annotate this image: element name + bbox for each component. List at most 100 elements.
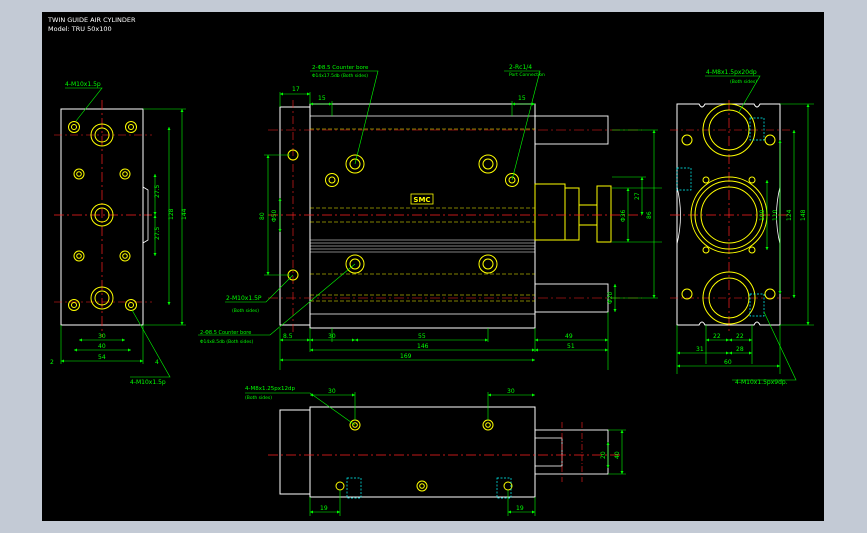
callout-sub: Φ14x8.5db (Both sides) [200, 339, 253, 345]
front-hole [478, 154, 498, 174]
hole [764, 134, 776, 146]
leader [504, 70, 541, 181]
hole-left-tr [125, 121, 137, 133]
front-hole-inner [328, 176, 336, 184]
hole-left-bl2 [68, 299, 80, 311]
hole-inner [71, 302, 77, 308]
hole-left-bl [73, 250, 85, 262]
front-port [505, 173, 519, 187]
dim-text: 2 [50, 359, 54, 366]
dim-text: 30 [98, 333, 106, 340]
front-hole-inner [349, 158, 361, 170]
callout-m10: 2-M10x1.5P [226, 295, 262, 302]
bore-left-bottom [90, 286, 114, 310]
hole [748, 176, 756, 184]
bore-inner [94, 127, 110, 143]
dim-text: 27.5 [154, 184, 161, 198]
dim-text: 19 [320, 505, 328, 512]
bore-ring [708, 109, 750, 151]
callout-left-top: 4-M10x1.5p [65, 81, 101, 88]
front-view: SMC [198, 64, 662, 370]
leader [310, 70, 379, 165]
hole [482, 419, 494, 431]
dim-text: 15 [518, 95, 526, 102]
bore-ring [694, 180, 764, 250]
callout-right-top: 4-M8x1.5px20dp [706, 69, 757, 76]
callout-port: 2-Rc1/4 [509, 64, 532, 71]
dim-text: 17 [292, 86, 300, 93]
bottom-end-cap [279, 409, 311, 495]
dim-text: 148 [800, 209, 807, 221]
dim-text: Φ36 [620, 209, 627, 222]
bore-inner [94, 207, 110, 223]
dim-text: 28 [736, 346, 744, 353]
dim-text: 30 [328, 333, 336, 340]
hole-left-mr [119, 168, 131, 180]
dim-text: 30 [328, 388, 336, 395]
dim-text: 100 [759, 209, 766, 221]
callout-sub: (Both sides) [245, 395, 272, 401]
dim-text: 15 [318, 95, 326, 102]
dim-text: 4 [155, 359, 159, 366]
outline-curve [676, 186, 681, 245]
title-line-1: TWIN GUIDE AIR CYLINDER [47, 16, 136, 24]
front-port-inner [508, 176, 516, 184]
dim-text: Φ20 [607, 291, 614, 304]
hole [748, 246, 756, 254]
dim-text: 40 [98, 343, 106, 350]
hole [702, 176, 710, 184]
dim-text: 169 [400, 353, 412, 360]
callout-left-bottom: 4-M10x1.5p [130, 379, 166, 386]
hole [764, 288, 776, 300]
dim-text: 80 [259, 212, 266, 220]
rod-collar [564, 187, 580, 241]
hole [335, 481, 345, 491]
leader [225, 274, 294, 303]
title-block: TWIN GUIDE AIR CYLINDER Model: TRU 50x10… [47, 16, 136, 33]
dim-text: 30 [507, 388, 515, 395]
hole-inner [128, 302, 134, 308]
hole [702, 246, 710, 254]
cad-viewport[interactable]: TWIN GUIDE AIR CYLINDER Model: TRU 50x10… [42, 12, 824, 521]
front-end-cap [279, 106, 311, 326]
bottom-view: 30 30 20 40 19 19 4-M8x1.25px12dp (Both … [245, 386, 626, 516]
hole-inner [485, 422, 491, 428]
hole [681, 134, 693, 146]
dim-text: 51 [567, 343, 575, 350]
hole [416, 480, 428, 492]
callout-bottom-thread: 4-M8x1.25px12dp [245, 386, 295, 392]
hole-inner [419, 483, 425, 489]
dim-text: 128 [168, 208, 175, 220]
front-hole [345, 154, 365, 174]
bore-left-center [90, 203, 114, 227]
hole-inner [76, 171, 82, 177]
dim-text: 40 [614, 451, 621, 459]
hidden-thread [496, 477, 512, 499]
leader [130, 309, 171, 378]
bore-ring [700, 186, 758, 244]
dim-text: 27.5 [154, 226, 161, 240]
rod-end-plate [596, 185, 612, 243]
hole-inner [76, 253, 82, 259]
hole-left-br [119, 250, 131, 262]
bore-inner [94, 290, 110, 306]
dim-text: Φ50 [271, 209, 278, 222]
dim-text: 60 [724, 359, 732, 366]
bore-left-top [90, 123, 114, 147]
left-side-notch [142, 186, 149, 244]
title-line-2: Model: TRU 50x100 [48, 25, 112, 33]
callout-sub: Port Connection [509, 72, 545, 78]
front-hole-inner [349, 258, 361, 270]
hidden-thread [749, 293, 765, 317]
hole-inner [352, 422, 358, 428]
rod-block-inner [534, 437, 563, 467]
bore-ring [708, 277, 750, 319]
front-hole-inner [482, 258, 494, 270]
dim-text: 8.5 [283, 333, 293, 340]
dim-text: 27 [634, 192, 641, 200]
front-body [309, 103, 536, 329]
hidden-thread [346, 477, 362, 499]
callout-sub: (Both sides) [232, 308, 259, 314]
callout-sub: Φ14x17.5db (Both sides) [312, 73, 368, 79]
dim-text: 20 [600, 451, 607, 459]
